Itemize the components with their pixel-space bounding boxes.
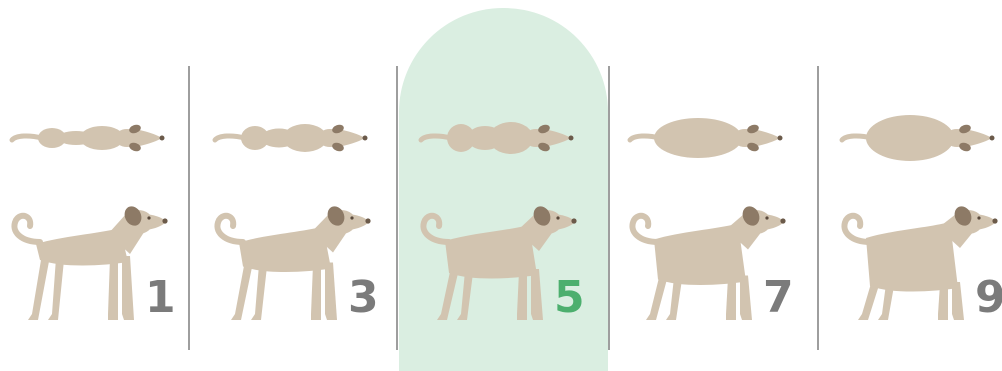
score-label: 3: [348, 276, 379, 320]
score-label: 9: [975, 276, 1002, 320]
score-panel-1: 1: [2, 0, 207, 371]
score-panel-3: 3: [205, 0, 410, 371]
dog-top-view-icon: [421, 122, 574, 154]
dog-illustration: [620, 0, 825, 371]
dog-illustration: [411, 0, 616, 371]
dog-top-view-icon: [630, 118, 783, 158]
dog-illustration: [2, 0, 207, 371]
score-label: 1: [145, 276, 176, 320]
dog-top-view-icon: [215, 123, 368, 153]
score-panel-5: 5: [411, 0, 616, 371]
dog-top-view-icon: [12, 123, 165, 153]
score-label: 5: [554, 276, 585, 320]
score-panel-9: 9: [832, 0, 1002, 371]
dog-illustration: [205, 0, 410, 371]
score-label: 7: [763, 276, 794, 320]
dog-top-view-icon: [842, 115, 995, 161]
score-panel-7: 7: [620, 0, 825, 371]
